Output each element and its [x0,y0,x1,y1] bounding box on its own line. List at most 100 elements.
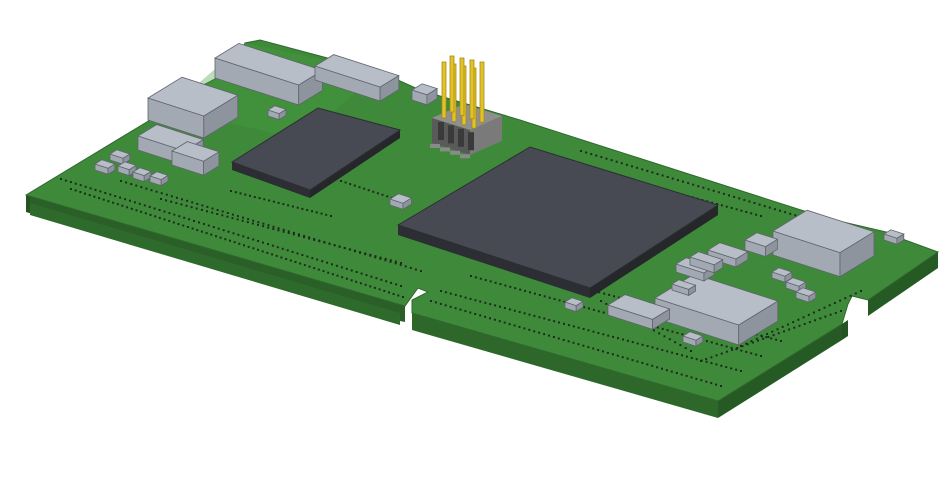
via [780,340,782,342]
via [760,335,763,338]
via [285,258,288,260]
via [303,234,306,237]
smd-res-r1 [671,279,697,297]
via [353,184,356,187]
via [112,201,115,204]
via [538,316,541,319]
via [135,209,138,212]
via [528,313,531,316]
via [695,377,698,380]
via [558,299,561,302]
gold-header-pin [459,57,465,116]
via [773,208,776,211]
via [499,283,502,286]
via [272,228,275,230]
via [252,238,255,241]
via [740,209,743,212]
via [707,188,710,191]
via [434,301,437,304]
via [733,195,736,198]
via [700,379,703,382]
via [119,196,122,199]
via [70,188,72,190]
via [656,347,659,350]
gold-header-pin [469,59,475,120]
via [98,197,101,200]
via [414,268,417,271]
via [267,226,270,229]
via [271,244,274,247]
via [705,358,708,361]
via [646,363,649,366]
via [373,286,376,289]
via [751,341,754,344]
inductor-block-left [147,76,239,139]
via [311,210,313,213]
via [262,241,264,244]
via [64,179,67,182]
via [670,370,673,373]
via [730,346,733,349]
smd-cap-3 [117,161,137,177]
cap-array-1 [707,242,749,268]
via [592,347,595,350]
via [503,321,506,324]
via [768,206,771,209]
via [296,206,299,209]
via [231,213,234,216]
via [553,298,556,301]
via [222,229,225,232]
via [392,293,395,295]
via [597,332,600,334]
via [479,300,482,303]
via [375,277,378,280]
via [685,374,688,377]
via [267,224,270,227]
via [237,233,240,236]
via [365,274,368,277]
header-pin-leg [440,147,450,152]
via [824,315,827,318]
via [175,196,178,199]
via [484,301,487,304]
via [617,296,620,299]
via [697,185,700,188]
via [705,380,708,383]
smd-res-r2 [564,297,584,313]
via [244,193,247,196]
via [509,285,512,288]
via [281,247,284,250]
via [120,180,122,182]
via [715,342,718,345]
via [603,292,606,295]
via [395,283,398,286]
via [602,333,605,336]
via [834,311,837,314]
via [242,235,245,238]
via [613,295,615,298]
via [400,262,402,264]
via [498,320,501,323]
via [592,308,595,311]
via [741,345,744,348]
via [155,190,158,193]
via [735,208,738,211]
via [376,192,379,195]
via [484,279,487,282]
smd-cap-r5 [883,229,905,245]
via [580,150,582,152]
via [389,260,392,263]
via [687,182,690,185]
via [710,382,713,385]
via [247,236,250,239]
via [762,337,765,340]
smd-cap-2 [109,149,131,165]
via [605,157,608,160]
via [380,278,383,281]
via [306,209,309,211]
via [844,297,847,300]
via [518,325,521,328]
via [277,227,280,230]
via [548,318,551,321]
via [369,285,372,288]
